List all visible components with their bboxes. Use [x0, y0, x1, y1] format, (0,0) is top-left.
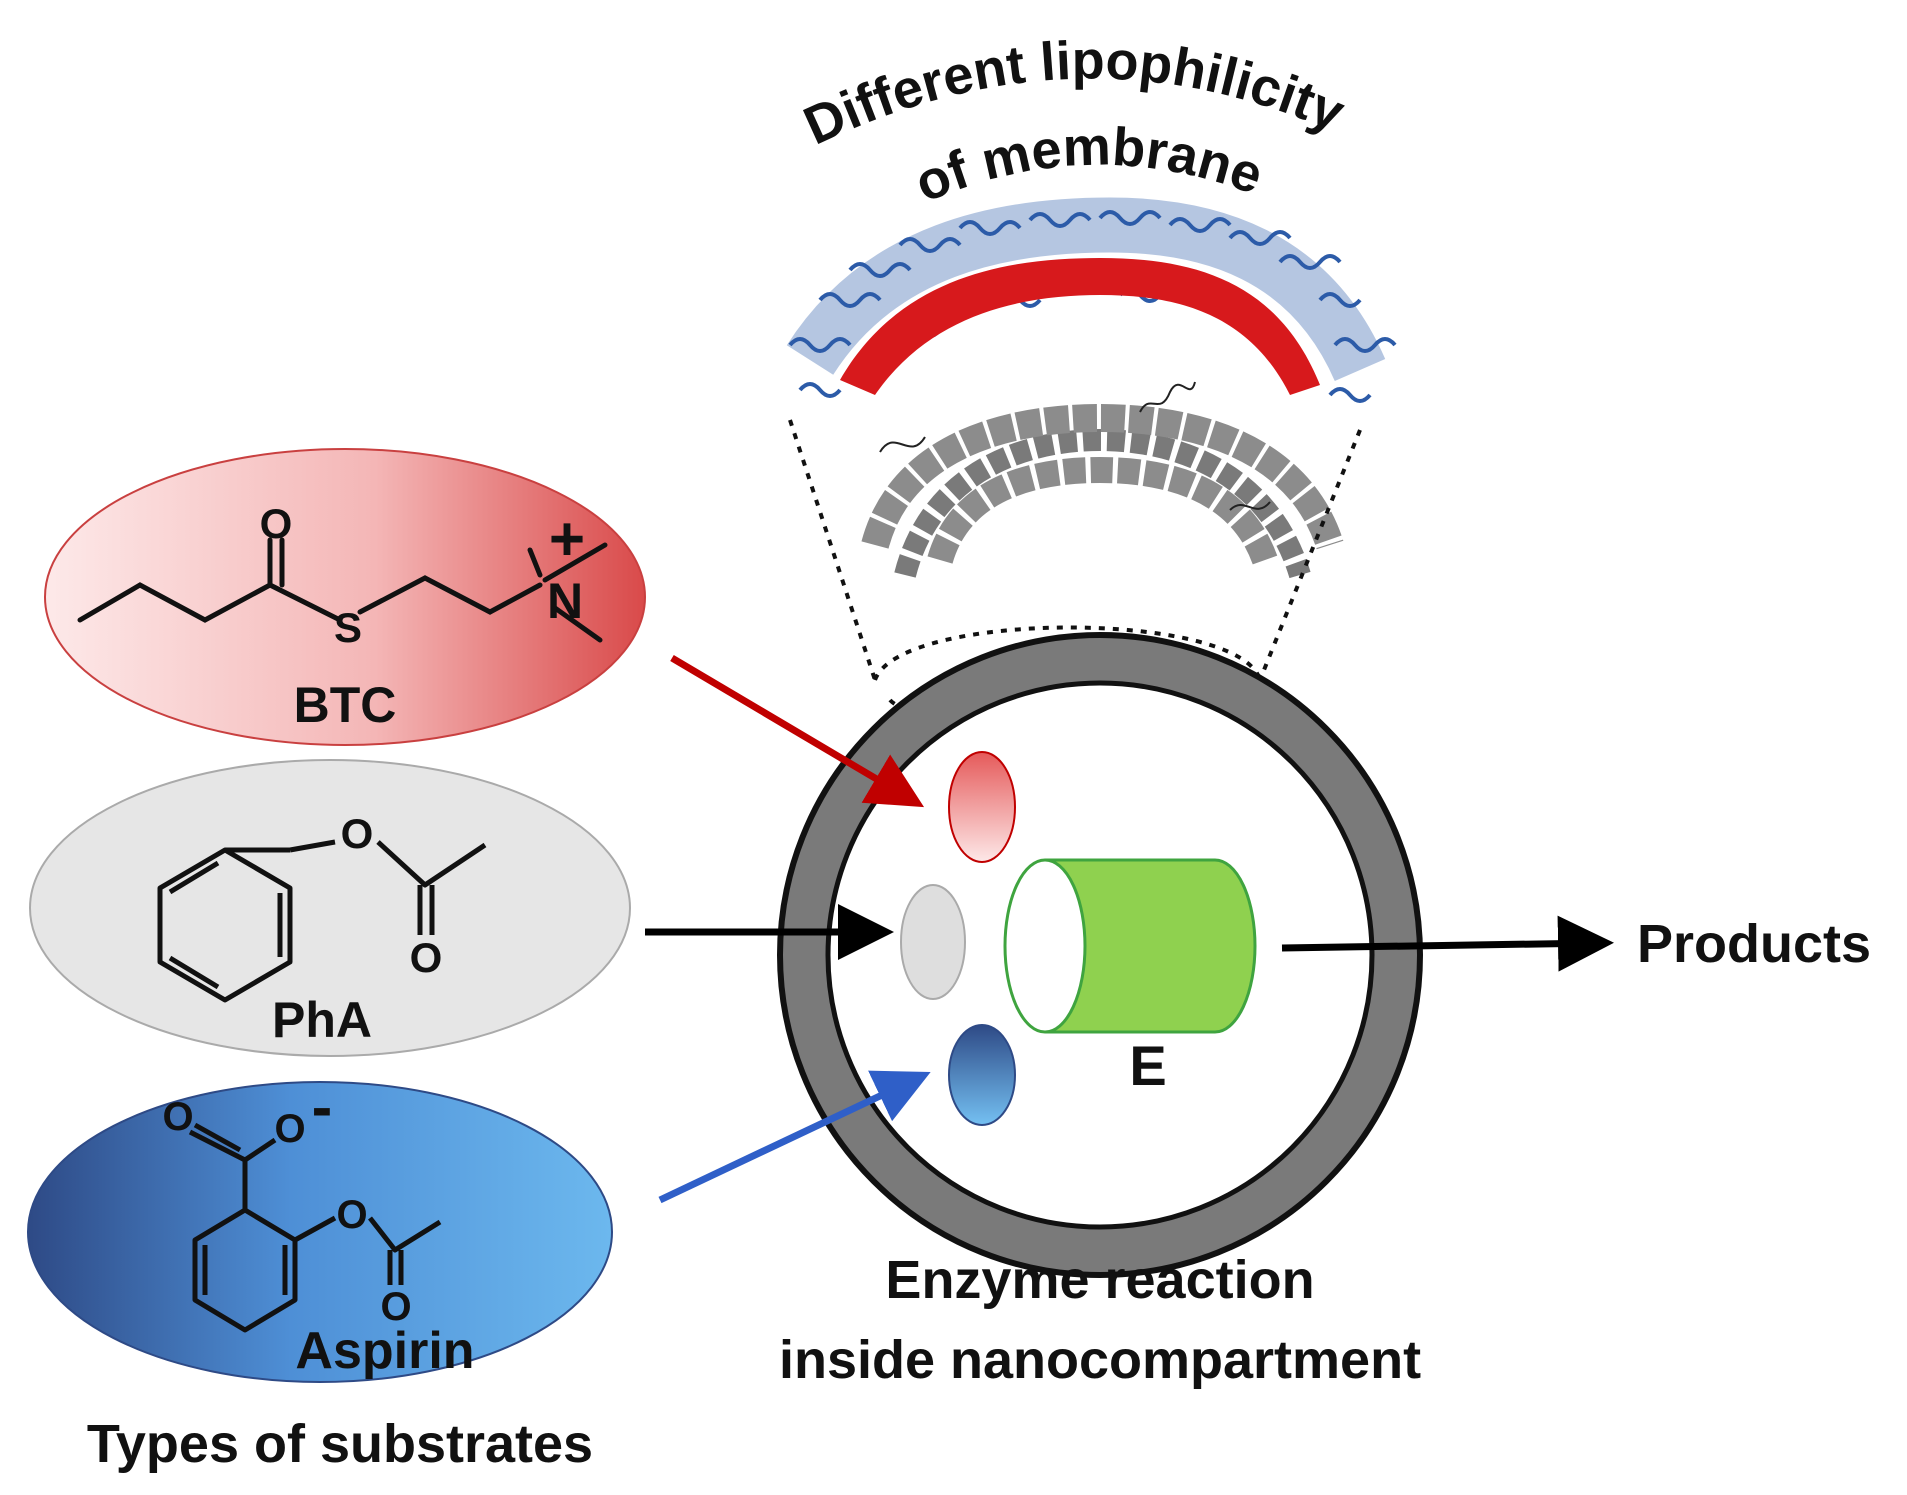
btc-charge: +: [549, 505, 585, 574]
aspirin-atom-o-ester: O: [336, 1193, 367, 1237]
aspirin-label: Aspirin: [295, 1322, 474, 1380]
btc-atom-s: S: [334, 604, 362, 651]
aspirin-atom-o-carboxyl-double: O: [162, 1095, 193, 1139]
aspirin-arrow: [658, 1070, 931, 1204]
pha-atom-o-ester: O: [341, 810, 374, 857]
products-label: Products: [1637, 914, 1871, 974]
btc-substrate: O S N + BTC: [44, 448, 646, 746]
pha-atom-o-carbonyl: O: [410, 934, 443, 981]
aspirin-atom-o-carboxylate: O: [274, 1107, 305, 1151]
pha-substrate: O O PhA: [29, 759, 631, 1057]
btc-molecule-inside: [948, 751, 1016, 863]
aspirin-charge: -: [312, 1073, 333, 1142]
reaction-caption-line1: Enzyme reaction: [885, 1250, 1314, 1310]
pha-molecule-inside: [900, 884, 966, 1000]
lipid-bilayer-illustration: [861, 381, 1344, 579]
enzyme-cylinder: [1003, 858, 1257, 1034]
products-arrow: [1281, 915, 1614, 972]
btc-atom-o: O: [260, 500, 293, 547]
aspirin-molecule-inside: [948, 1024, 1016, 1126]
reaction-caption-line2: inside nanocompartment: [779, 1330, 1421, 1390]
enzyme-label: E: [1129, 1034, 1166, 1097]
aspirin-atom-o-carbonyl: O: [380, 1285, 411, 1329]
aspirin-substrate: O O - O O Aspirin: [27, 1073, 613, 1383]
btc-atom-n: N: [547, 573, 583, 629]
red-hydrophobic-layer: [840, 258, 1320, 395]
btc-arrow: [670, 654, 925, 808]
polymer-membrane-illustration: [786, 197, 1397, 403]
btc-label: BTC: [294, 677, 397, 733]
substrates-caption: Types of substrates: [87, 1414, 593, 1474]
pha-label: PhA: [272, 992, 372, 1048]
